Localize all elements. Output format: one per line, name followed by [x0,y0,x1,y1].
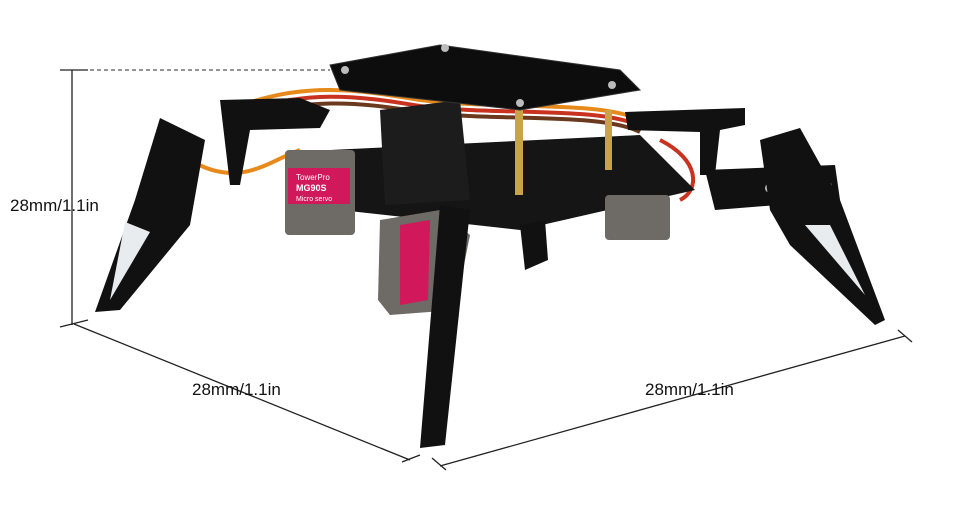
plate-screws [341,44,616,107]
leg-left-cutout [110,222,150,300]
height-dimension-label: 28mm/1.1in [10,196,99,215]
brass-standoff [605,110,612,170]
leg-right-cutout [805,225,865,295]
width-dimension-label: 28mm/1.1in [645,380,734,399]
brass-standoff [515,105,523,195]
servo-right [605,195,670,240]
depth-dimension-label: 28mm/1.1in [192,380,281,399]
leg-left [95,118,205,312]
dimension-lines [59,69,913,471]
servo-type-text: Micro servo [296,196,332,203]
arm-left [220,98,330,185]
side-brackets [380,100,470,205]
leg-back [520,220,548,270]
servo-brand-text: TowerPro [296,173,330,182]
top-plate [329,44,642,111]
leg-front [420,205,470,448]
servo-left: TowerPro MG90S Micro servo [285,150,355,235]
servo-model-text: MG90S [296,183,327,193]
arm-right [625,108,745,175]
